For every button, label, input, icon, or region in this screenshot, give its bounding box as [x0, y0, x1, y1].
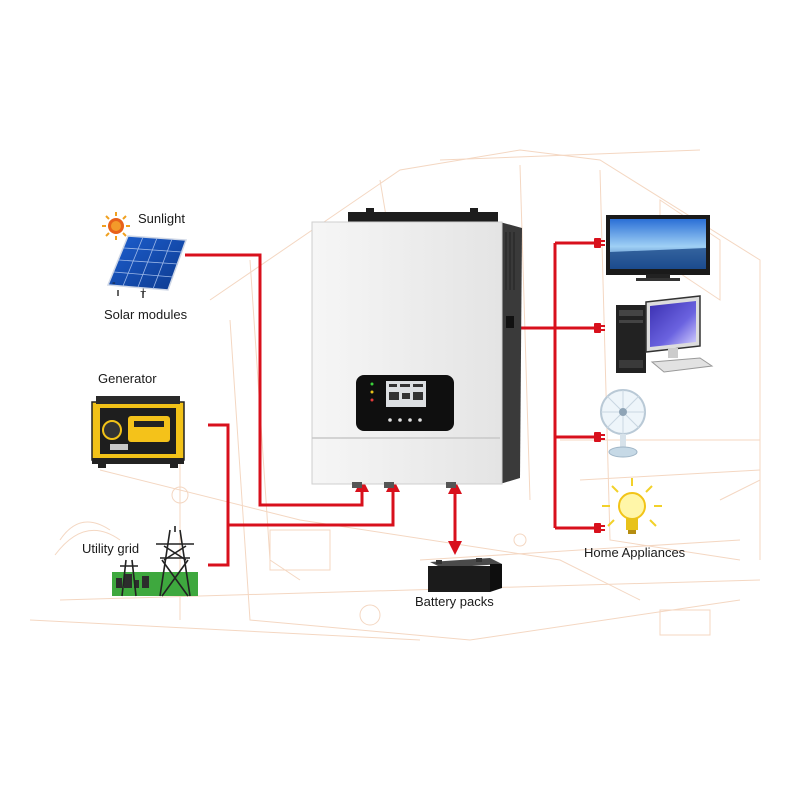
solar-plus-label: + [140, 286, 147, 298]
battery-packs-label: Battery packs [415, 594, 494, 609]
arrows [355, 478, 462, 555]
solar-wire [185, 253, 364, 507]
battery-icon [428, 558, 502, 592]
sunlight-label: Sunlight [138, 211, 185, 226]
light-bulb-icon [602, 478, 662, 534]
plug-heads [594, 238, 605, 533]
computer-icon [616, 295, 714, 373]
tv-icon [606, 215, 710, 281]
fan-icon [600, 389, 646, 458]
generator-icon [91, 396, 185, 468]
solar-panel-icon [106, 235, 188, 298]
background-sketch [29, 149, 761, 641]
wiring [185, 241, 596, 567]
solar-minus-label: - [112, 277, 116, 289]
power-tower-icon [112, 526, 198, 597]
utility-grid-label: Utility grid [82, 541, 140, 556]
sun-icon [102, 212, 130, 240]
home-appliances-label: Home Appliances [584, 545, 686, 560]
generator-label: Generator [98, 371, 157, 386]
inverter-icon [311, 208, 522, 488]
arrow-down-battery [448, 541, 462, 555]
solar-modules-label: Solar modules [104, 307, 188, 322]
grid-wire [208, 525, 230, 567]
